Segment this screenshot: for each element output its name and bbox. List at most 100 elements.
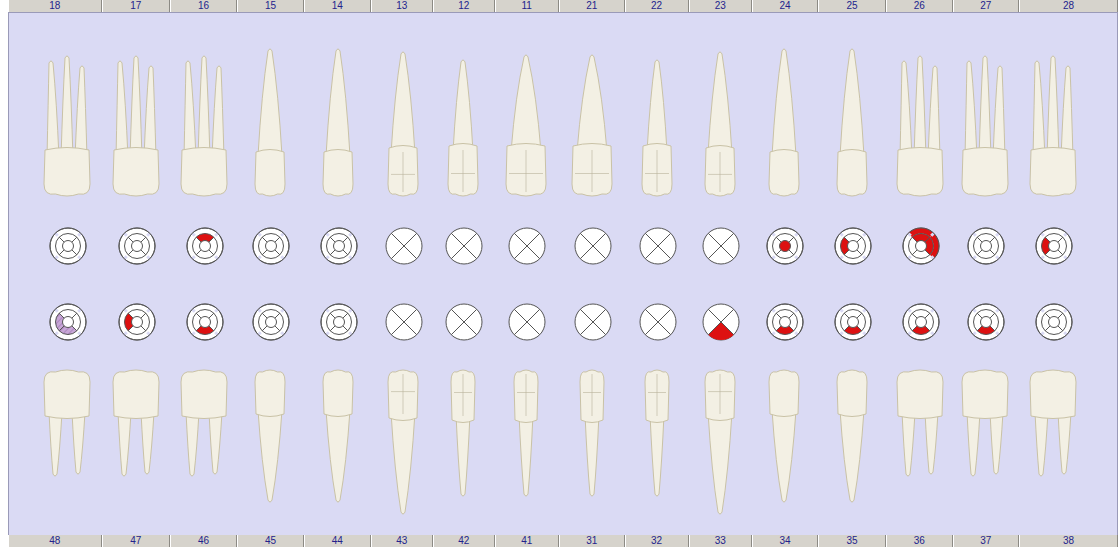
surface-symbol: [968, 304, 1004, 340]
crown-grid: [403, 152, 404, 192]
tooth: [255, 370, 285, 502]
footer-bar: 48474645444342413132333435363738: [8, 535, 1118, 547]
tooth-number: 34: [779, 535, 790, 547]
tooth-number: 36: [914, 535, 925, 547]
surface-symbol: [640, 304, 676, 340]
tooth: [837, 370, 867, 502]
tooth-root: [577, 55, 607, 152]
header-cell: 24: [752, 0, 818, 12]
tooth-crown: [962, 370, 1008, 419]
tooth: [837, 49, 867, 196]
crown-grid: [463, 150, 464, 192]
tooth-root: [456, 414, 470, 496]
surface-fill: [780, 241, 791, 252]
tooth: [451, 370, 475, 496]
tooth-crown: [705, 146, 735, 197]
tooth-number: 46: [198, 535, 209, 547]
tooth-root: [326, 410, 350, 502]
tooth-root: [1047, 56, 1059, 158]
crown-grid: [509, 173, 543, 174]
tooth-root: [902, 412, 915, 476]
tooth-number: 42: [458, 535, 469, 547]
header-cell: 46: [170, 535, 237, 547]
tooth-crown: [451, 370, 475, 423]
header-cell: 48: [8, 535, 102, 547]
surface-symbol: [968, 228, 1004, 264]
surface-symbol: [321, 304, 357, 340]
surface-symbol: [703, 304, 739, 340]
tooth-root: [928, 66, 940, 158]
header-cell: 32: [625, 535, 689, 547]
surface-symbol: [1036, 228, 1072, 264]
tooth-crown: [323, 370, 353, 417]
tooth-number: 37: [980, 535, 991, 547]
tooth-number: 16: [198, 0, 209, 12]
tooth: [113, 370, 159, 476]
tooth-number: 21: [586, 0, 597, 12]
surface-symbol: [386, 304, 422, 340]
header-cell: 26: [886, 0, 953, 12]
tooth-number: 13: [396, 0, 407, 12]
tooth-root: [993, 66, 1005, 158]
tooth-root: [391, 412, 415, 514]
tooth-number: 47: [130, 535, 141, 547]
tooth-crown: [113, 148, 159, 197]
header-cell: 33: [689, 535, 753, 547]
tooth-number: 22: [651, 0, 662, 12]
tooth-crown: [181, 370, 227, 419]
tooth-crown: [705, 370, 735, 421]
tooth: [642, 60, 672, 196]
crown-grid: [463, 374, 464, 416]
crown-grid: [391, 391, 415, 392]
header-cell: 41: [495, 535, 560, 547]
tooth-crown: [181, 148, 227, 197]
tooth-crown: [769, 370, 799, 417]
tooth-crown: [962, 148, 1008, 197]
header-cell: 37: [953, 535, 1020, 547]
crown-grid: [592, 374, 593, 416]
tooth-number: 32: [651, 535, 662, 547]
surface-symbol: [835, 304, 871, 340]
header-cell: 31: [559, 535, 625, 547]
surface-symbol: [253, 228, 289, 264]
surface-symbol: [321, 228, 357, 264]
header-cell: 22: [625, 0, 689, 12]
tooth-crown: [897, 370, 943, 419]
tooth-root: [116, 61, 128, 158]
tooth-root: [840, 410, 864, 502]
tooth-number: 14: [332, 0, 343, 12]
tooth-root: [47, 61, 59, 158]
header-cell: 43: [371, 535, 434, 547]
tooth-number: 33: [715, 535, 726, 547]
header-cell: 14: [304, 0, 371, 12]
crown-grid: [403, 374, 404, 414]
tooth-number: 45: [265, 535, 276, 547]
surface-fill: [708, 322, 733, 340]
tooth-number: 11: [522, 0, 532, 12]
header-cell: 23: [689, 0, 753, 12]
header-cell: 36: [886, 535, 953, 547]
crown-grid: [526, 374, 527, 416]
tooth-root: [1033, 61, 1045, 158]
crown-grid: [720, 374, 721, 414]
tooth: [962, 56, 1008, 196]
tooth-crown: [44, 148, 90, 197]
header-cell: 11: [495, 0, 560, 12]
surface-symbol: [446, 304, 482, 340]
surface-symbol: [187, 304, 223, 340]
tooth: [705, 52, 735, 196]
tooth-root: [900, 61, 912, 158]
surface-symbol: [446, 228, 482, 264]
tooth-number: 43: [396, 535, 407, 547]
tooth-crown: [388, 146, 418, 197]
surface-symbol: [50, 228, 86, 264]
header-cell: 42: [433, 535, 495, 547]
tooth: [181, 56, 227, 196]
header-cell: 38: [1019, 535, 1118, 547]
tooth-crown: [323, 150, 353, 197]
tooth-root: [914, 56, 926, 158]
tooth: [572, 55, 612, 196]
tooth: [448, 60, 478, 196]
tooth-number: 48: [49, 535, 60, 547]
tooth-root: [1061, 66, 1073, 158]
